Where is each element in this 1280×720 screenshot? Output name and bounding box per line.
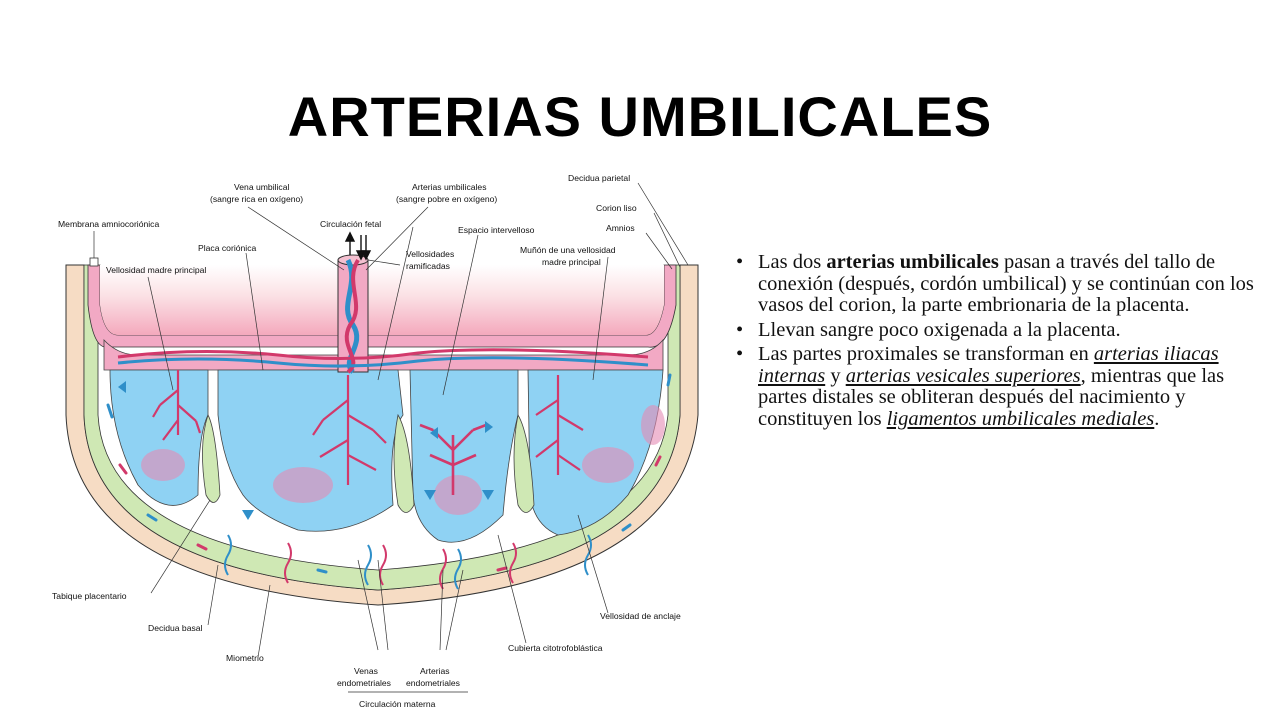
- umbilical-cord: [337, 254, 369, 374]
- amniotic-space: [100, 265, 664, 335]
- label-vellosidad-madre: Vellosidad madre principal: [106, 265, 206, 275]
- maternal-blood-blotches: [141, 405, 665, 515]
- chorionic-artery: [117, 348, 649, 361]
- label-decidua-parietal: Decidua parietal: [568, 173, 630, 183]
- label-munon-madre: madre principal: [542, 257, 601, 267]
- villous-tree-arterial-fan: [419, 423, 487, 495]
- villous-tree-left: [152, 370, 202, 441]
- label-arterias-endometriales: endometriales: [406, 678, 460, 688]
- label-arterias-umbilicales: Arterias umbilicales: [412, 182, 487, 192]
- bullet-list: •Las dos arterias umbilicales pasan a tr…: [734, 251, 1254, 433]
- villous-tree-right: [535, 375, 584, 475]
- label-membrana-amniocorionica: Membrana amniocoriónica: [58, 219, 159, 229]
- label-munon-vellosidad: Muñón de una vellosidad: [520, 245, 616, 255]
- bullet-1: •Las dos arterias umbilicales pasan a tr…: [736, 251, 1254, 316]
- slide-title: ARTERIAS UMBILICALES: [287, 85, 993, 148]
- label-arterias-umbilicales-note: (sangre pobre en oxígeno): [396, 194, 497, 204]
- decidua-layer: [83, 264, 681, 591]
- placental-septa: [202, 413, 535, 513]
- label-venas: Venas: [354, 666, 378, 676]
- link-arterias-vesicales[interactable]: arterias vesicales superiores: [845, 364, 1081, 387]
- label-placa-corionica: Placa coriónica: [198, 243, 256, 253]
- label-arterias: Arterias: [420, 666, 450, 676]
- bullet-3: •Las partes proximales se transforman en…: [736, 343, 1225, 430]
- endometrial-vessels: [224, 534, 592, 590]
- label-espacio-intervelloso: Espacio intervelloso: [458, 225, 535, 235]
- umbilical-artery: [344, 258, 360, 374]
- bullet-marker: •: [736, 251, 744, 273]
- label-cubierta-citotrofoblastica: Cubierta citotrofoblástica: [508, 643, 603, 653]
- bullet-marker: •: [736, 343, 744, 365]
- decidual-vessel-fragments: [106, 373, 672, 574]
- placenta-diagram: Vena umbilical (sangre rica en oxígeno) …: [48, 165, 728, 720]
- bold-term: arterias umbilicales: [826, 251, 999, 273]
- label-decidua-basal: Decidua basal: [148, 623, 203, 633]
- label-vena-umbilical-note: (sangre rica en oxígeno): [210, 194, 303, 204]
- label-miometrio: Miometrio: [226, 653, 264, 663]
- bullet-2: •Llevan sangre poco oxigenada a la place…: [736, 318, 1121, 341]
- villous-tree-center: [312, 375, 387, 485]
- fetal-circulation-arrows: [344, 231, 372, 261]
- label-venas-endometriales: endometriales: [337, 678, 391, 688]
- label-vellosidades-ramificadas: ramificadas: [406, 261, 450, 271]
- blood-flow-arrows: [118, 381, 494, 520]
- label-corion-liso: Corion liso: [596, 203, 637, 213]
- chorionic-vein: [117, 356, 649, 368]
- leader-lines: [93, 182, 689, 693]
- intervillous-compartments: [109, 369, 664, 543]
- label-vellosidad-anclaje: Vellosidad de anclaje: [600, 611, 681, 621]
- label-vena-umbilical: Vena umbilical: [234, 182, 290, 192]
- label-circulacion-fetal: Circulación fetal: [320, 219, 381, 229]
- bullet-marker: •: [736, 318, 744, 341]
- link-arterias-iliacas[interactable]: arterias iliacas internas: [758, 343, 1219, 387]
- label-vellosidades: Vellosidades: [406, 249, 454, 259]
- label-amnios: Amnios: [606, 223, 635, 233]
- label-tabique-placentario: Tabique placentario: [52, 591, 127, 601]
- label-circulacion-materna: Circulación materna: [359, 699, 436, 709]
- link-ligamentos-umbilicales[interactable]: ligamentos umbilicales mediales: [886, 407, 1155, 430]
